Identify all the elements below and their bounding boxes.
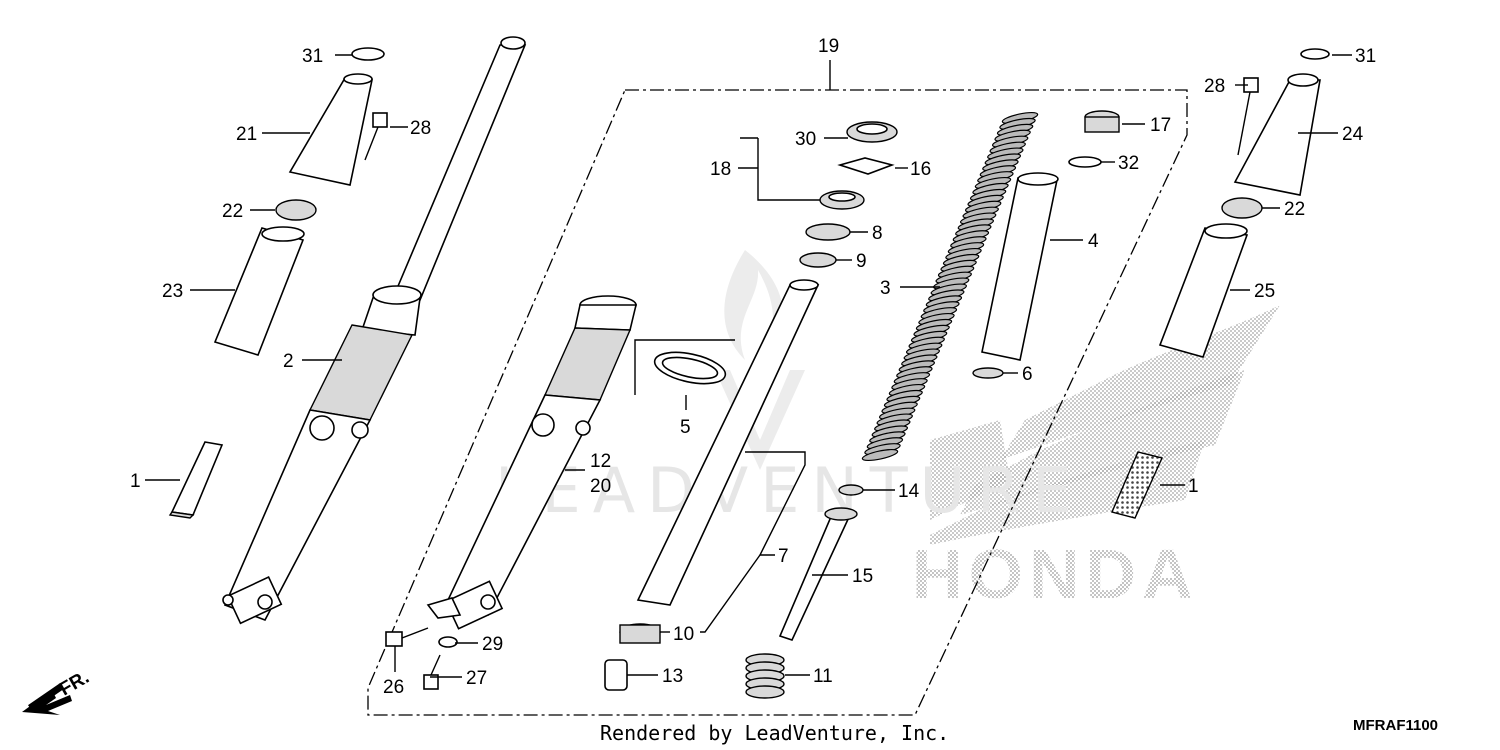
- callout-4[interactable]: 4: [1088, 231, 1099, 252]
- part-8-ring: [805, 223, 851, 241]
- callout-22-left[interactable]: 22: [222, 201, 243, 222]
- part-29-washer: [438, 636, 458, 648]
- callout-2[interactable]: 2: [283, 351, 294, 372]
- callout-6[interactable]: 6: [1022, 364, 1033, 385]
- front-direction-marker: FR.: [22, 667, 93, 715]
- callout-19[interactable]: 19: [818, 36, 839, 57]
- callout-20[interactable]: 20: [590, 476, 611, 497]
- part-21-cover: [288, 77, 373, 186]
- part-15-rod: [778, 511, 852, 641]
- rendered-by-footer: Rendered by LeadVenture, Inc.: [600, 721, 949, 745]
- callout-26[interactable]: 26: [383, 677, 404, 698]
- callout-11[interactable]: 11: [813, 666, 833, 687]
- callout-15[interactable]: 15: [852, 566, 873, 587]
- honda-brand-watermark: HONDA: [912, 535, 1199, 613]
- part-1-right-grip: [1111, 451, 1163, 519]
- callout-18[interactable]: 18: [710, 159, 731, 180]
- callout-22-right[interactable]: 22: [1284, 199, 1305, 220]
- callout-31-right[interactable]: 31: [1355, 46, 1376, 67]
- callout-29[interactable]: 29: [482, 634, 503, 655]
- callout-28-left[interactable]: 28: [410, 118, 431, 139]
- part-13-cup: [604, 659, 628, 691]
- part-3-fork-spring: [861, 111, 1039, 462]
- callout-10[interactable]: 10: [673, 624, 694, 645]
- callout-13[interactable]: 13: [662, 666, 683, 687]
- callout-12[interactable]: 12: [590, 451, 611, 472]
- part-23-sleeve: [213, 227, 305, 356]
- leader-lines: [145, 54, 1352, 678]
- callout-27[interactable]: 27: [466, 668, 487, 689]
- part-6-washer: [972, 367, 1004, 379]
- callout-23[interactable]: 23: [162, 281, 183, 302]
- part-11-spring: [745, 653, 785, 699]
- part-31-left-ring: [351, 47, 385, 61]
- front-direction-label: FR.: [56, 667, 93, 700]
- callout-30[interactable]: 30: [795, 129, 816, 150]
- callout-16[interactable]: 16: [910, 159, 931, 180]
- callout-31-left[interactable]: 31: [302, 46, 323, 67]
- callout-3[interactable]: 3: [880, 278, 891, 299]
- part-14-clip: [838, 484, 864, 496]
- callout-14[interactable]: 14: [898, 481, 920, 502]
- callout-17[interactable]: 17: [1150, 115, 1171, 136]
- callout-9[interactable]: 9: [856, 251, 867, 272]
- part-24-cover: [1233, 79, 1321, 196]
- callout-8[interactable]: 8: [872, 223, 883, 244]
- assembly-19-frame: [367, 89, 1188, 716]
- callout-1-right[interactable]: 1: [1188, 476, 1199, 497]
- callout-21[interactable]: 21: [236, 124, 257, 145]
- callout-24[interactable]: 24: [1342, 124, 1364, 145]
- left-fork-assembly: [222, 36, 527, 625]
- part-9-bushing: [799, 252, 837, 268]
- part-16-clip: [837, 157, 895, 175]
- part-28-left-bolt: [372, 112, 388, 128]
- arrow-down-left-icon: [22, 683, 72, 715]
- part-26-bolt: [385, 631, 403, 647]
- diagram-code: MFRAF1100: [1353, 717, 1438, 734]
- leadventure-text-watermark: LEADVENTURE: [495, 454, 1083, 527]
- callout-28-right[interactable]: 28: [1204, 76, 1225, 97]
- part-22-left-nut: [275, 199, 317, 221]
- callout-32[interactable]: 32: [1118, 153, 1139, 174]
- callout-7[interactable]: 7: [778, 546, 789, 567]
- spring-coil: [861, 448, 899, 462]
- part-31-right-ring: [1300, 48, 1330, 60]
- callout-25[interactable]: 25: [1254, 281, 1275, 302]
- part-1-left-block: [170, 441, 224, 516]
- part-32-oring: [1068, 156, 1102, 168]
- callout-1-left[interactable]: 1: [130, 471, 141, 492]
- center-fork-leg: [426, 295, 638, 630]
- part-22-right-nut: [1221, 197, 1263, 219]
- callout-5[interactable]: 5: [680, 417, 691, 438]
